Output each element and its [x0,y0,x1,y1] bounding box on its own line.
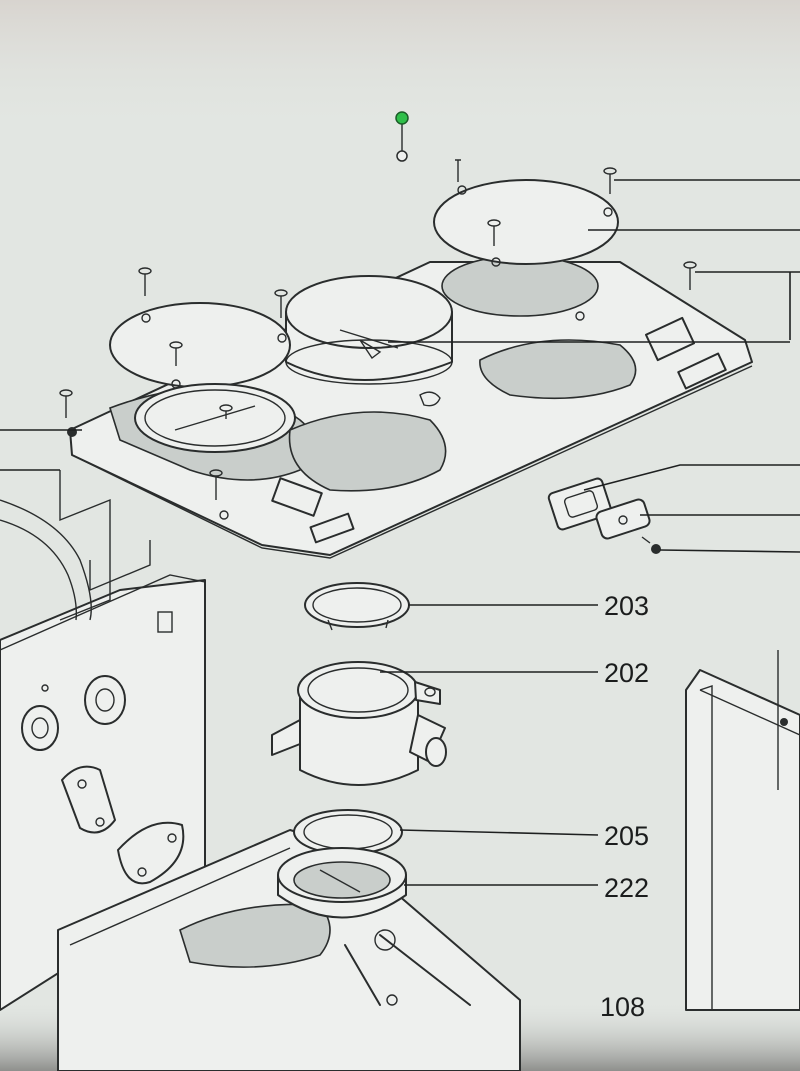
callout-108: 108 [600,992,645,1022]
connector-cover [595,498,651,540]
left-cover-disc [109,302,291,389]
screw [138,267,152,296]
screw [169,341,183,366]
right-cover-disc [433,179,619,267]
callout-labels: 203 202 205 222 108 [600,591,649,1022]
screw [274,289,288,318]
cabinet-base [57,829,521,1071]
location-marker[interactable] [395,111,409,162]
screw [209,469,223,500]
callout-202: 202 [604,658,649,688]
leader-lines [0,179,800,886]
door-frame-right [685,650,800,1011]
left-ring-seat [134,383,296,453]
callout-205: 205 [604,821,649,851]
callout-203: 203 [604,591,649,621]
callout-222: 222 [604,873,649,903]
screw [455,159,461,182]
screw [219,404,233,419]
socket-222 [277,847,407,919]
screw [59,389,73,418]
duct-202 [271,661,447,786]
ring-203 [304,582,410,631]
screw [641,536,661,554]
screw [487,219,501,246]
screws [59,159,697,554]
center-duct-ring [285,275,453,385]
screw [683,261,697,290]
screw [603,167,617,194]
